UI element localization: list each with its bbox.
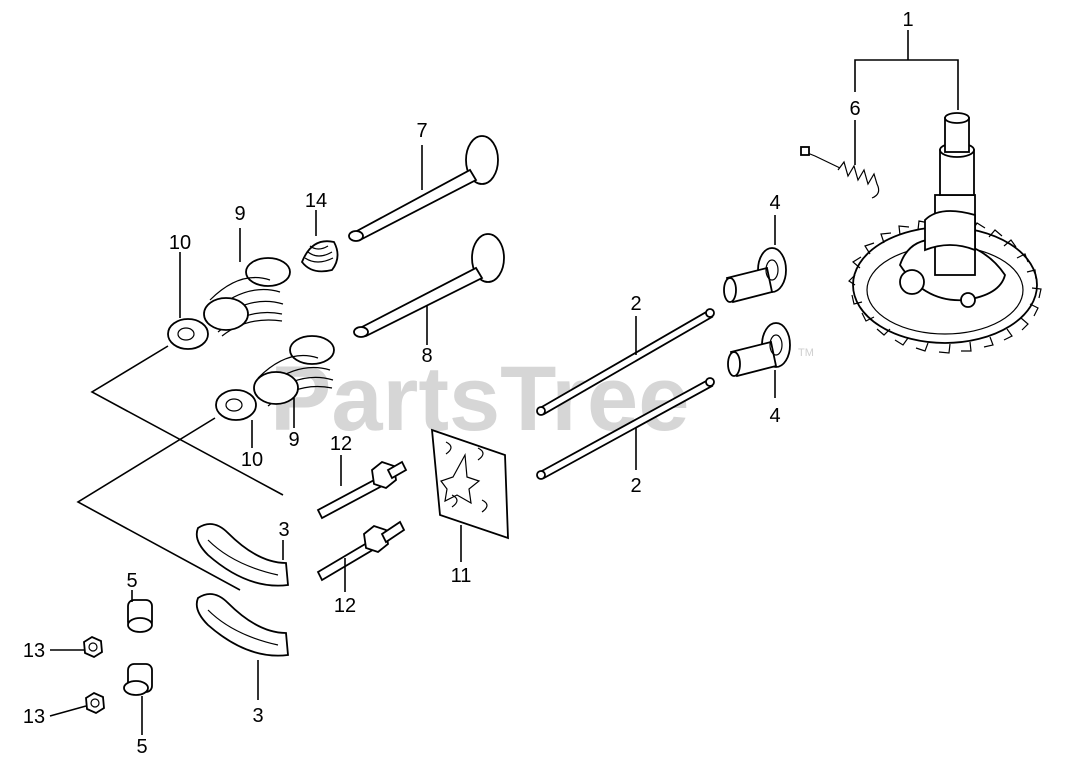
callout-9-upper: 9: [234, 203, 245, 225]
rocker-stud-upper[interactable]: [316, 460, 408, 520]
callout-4-lower: 4: [769, 405, 780, 427]
valve-intake[interactable]: [353, 233, 505, 338]
callout-5-lower: 5: [136, 736, 147, 758]
callout-10-upper: 10: [169, 232, 191, 254]
push-rod-guide-plate[interactable]: [430, 428, 509, 540]
lock-nut-upper[interactable]: [83, 635, 103, 659]
callout-8: 8: [421, 345, 432, 367]
callout-1: 1: [902, 9, 913, 31]
callout-14: 14: [305, 190, 327, 212]
callout-2-upper: 2: [630, 293, 641, 315]
callout-12-upper: 12: [330, 433, 352, 455]
callout-4-upper: 4: [769, 192, 780, 214]
push-rod-upper[interactable]: [536, 308, 715, 416]
callout-9-lower: 9: [288, 429, 299, 451]
valve-spring-upper[interactable]: [203, 257, 291, 337]
lock-nut-lower[interactable]: [85, 691, 105, 715]
tappet-lower[interactable]: [727, 322, 791, 378]
callout-7: 7: [416, 120, 427, 142]
callout-3-upper: 3: [278, 519, 289, 541]
valve-retainer-lower[interactable]: [215, 389, 257, 421]
valve-stem-seal[interactable]: [300, 240, 339, 273]
callout-12-lower: 12: [334, 595, 356, 617]
valve-retainer-upper[interactable]: [167, 318, 209, 350]
callout-5-upper: 5: [126, 570, 137, 592]
watermark-trademark: TM: [798, 347, 814, 359]
callout-6: 6: [849, 98, 860, 120]
callout-10-lower: 10: [241, 449, 263, 471]
pivot-nut-upper[interactable]: [127, 599, 153, 633]
callout-13-lower: 13: [23, 706, 45, 728]
valve-exhaust[interactable]: [348, 135, 499, 242]
callout-11: 11: [451, 565, 472, 587]
pivot-nut-lower[interactable]: [123, 663, 153, 696]
rocker-arm-lower[interactable]: [195, 593, 289, 657]
callout-13-upper: 13: [23, 640, 45, 662]
tappet-upper[interactable]: [723, 247, 787, 304]
push-rod-lower[interactable]: [536, 377, 715, 480]
rocker-stud-lower[interactable]: [316, 520, 406, 582]
camshaft-assembly[interactable]: [800, 112, 1042, 354]
valve-spring-lower[interactable]: [253, 335, 335, 407]
callout-3-lower: 3: [252, 705, 263, 727]
rocker-arm-upper[interactable]: [195, 523, 289, 587]
callout-2-lower: 2: [630, 475, 641, 497]
